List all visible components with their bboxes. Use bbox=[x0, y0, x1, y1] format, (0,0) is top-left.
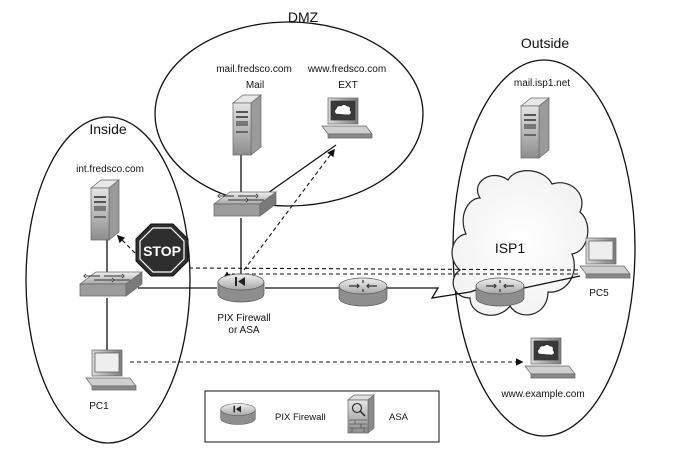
example-web-label: www.example.com bbox=[500, 389, 584, 400]
pix-firewall-icon bbox=[217, 273, 265, 303]
pc5-label: PC5 bbox=[589, 288, 609, 299]
dmz-switch-icon bbox=[213, 191, 277, 217]
inside-switch-icon bbox=[79, 271, 143, 297]
router-icon bbox=[338, 277, 388, 307]
inside-label: Inside bbox=[89, 121, 127, 137]
pc1-label: PC1 bbox=[89, 401, 109, 412]
mail-fqdn-label: mail.fredsco.com bbox=[216, 64, 292, 75]
isp-router-icon bbox=[475, 277, 525, 307]
isp1-label: ISP1 bbox=[495, 240, 526, 256]
pc5-icon bbox=[579, 237, 631, 279]
pc1-icon bbox=[85, 349, 137, 391]
inside-zone bbox=[25, 116, 191, 444]
legend-asa-icon bbox=[347, 394, 375, 434]
outside-label: Outside bbox=[521, 35, 569, 51]
ext-web-server-icon bbox=[321, 97, 373, 139]
inside-server-icon bbox=[90, 179, 120, 241]
example-web-server-icon bbox=[524, 337, 576, 379]
ext-name-label: EXT bbox=[338, 80, 357, 91]
stop-sign-icon bbox=[135, 223, 189, 277]
legend-pix-icon bbox=[220, 403, 256, 425]
legend-pix-label: PIX Firewall bbox=[275, 412, 326, 423]
isp1-cloud bbox=[451, 170, 589, 316]
stop-sign-text: STOP bbox=[143, 243, 181, 259]
inside-server-label: int.fredsco.com bbox=[76, 164, 144, 175]
isp-mail-label: mail.isp1.net bbox=[514, 78, 570, 89]
legend-asa-label: ASA bbox=[389, 412, 409, 423]
mail-name-label: Mail bbox=[246, 80, 264, 91]
firewall-label-line2: or ASA bbox=[228, 325, 259, 336]
isp-mail-server-icon bbox=[520, 97, 550, 159]
mail-server-icon bbox=[232, 94, 262, 156]
dmz-label: DMZ bbox=[288, 9, 319, 25]
ext-fqdn-label: www.fredsco.com bbox=[307, 64, 386, 75]
firewall-label-line1: PIX Firewall bbox=[217, 313, 270, 324]
dmz-zone bbox=[154, 21, 424, 207]
